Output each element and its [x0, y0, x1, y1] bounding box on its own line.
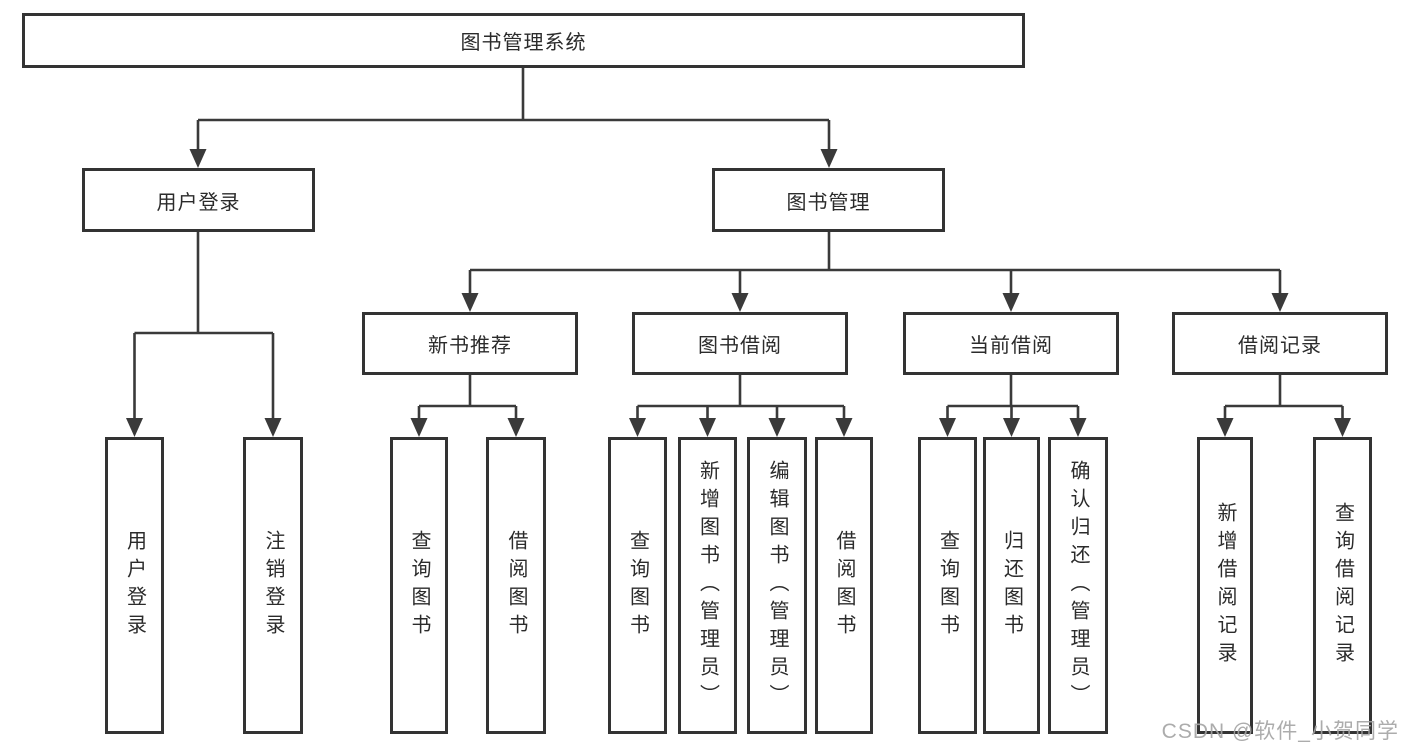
leaf-user-login: 用户登录 — [105, 437, 164, 734]
node-book-borrow: 图书借阅 — [632, 312, 848, 375]
leaf-borrow-books-label: 借阅图书 — [833, 529, 855, 642]
leaf-query-books-borrow: 查询图书 — [608, 437, 667, 734]
leaf-borrow-books: 借阅图书 — [815, 437, 873, 734]
leaf-return-books: 归还图书 — [983, 437, 1040, 734]
leaf-edit-books-admin-label: 编辑图书（管理员） — [766, 459, 788, 712]
leaf-return-books-label: 归还图书 — [1000, 529, 1023, 642]
node-borrow-records: 借阅记录 — [1172, 312, 1388, 375]
leaf-query-books-recommend-label: 查询图书 — [408, 529, 430, 642]
leaf-borrow-books-recommend-label: 借阅图书 — [505, 529, 527, 642]
leaf-add-borrow-record: 新增借阅记录 — [1197, 437, 1253, 734]
leaf-query-borrow-record-label: 查询借阅记录 — [1331, 501, 1354, 670]
leaf-query-borrow-record: 查询借阅记录 — [1313, 437, 1372, 734]
leaf-add-borrow-record-label: 新增借阅记录 — [1214, 501, 1236, 670]
node-current-borrow: 当前借阅 — [903, 312, 1119, 375]
leaf-confirm-return-admin: 确认归还（管理员） — [1048, 437, 1108, 734]
node-library-system: 图书管理系统 — [22, 13, 1025, 68]
leaf-query-books-current-label: 查询图书 — [936, 529, 959, 642]
leaf-confirm-return-admin-label: 确认归还（管理员） — [1067, 459, 1089, 712]
csdn-watermark: CSDN @软件_小贺同学 — [1161, 720, 1399, 743]
node-new-book-recommend: 新书推荐 — [362, 312, 578, 375]
leaf-add-books-admin-label: 新增图书（管理员） — [696, 459, 719, 712]
leaf-logout: 注销登录 — [243, 437, 303, 734]
leaf-query-books-current: 查询图书 — [918, 437, 977, 734]
leaf-user-login-label: 用户登录 — [123, 529, 146, 642]
leaf-logout-label: 注销登录 — [262, 529, 284, 642]
leaf-borrow-books-recommend: 借阅图书 — [486, 437, 546, 734]
leaf-add-books-admin: 新增图书（管理员） — [678, 437, 737, 734]
leaf-query-books-recommend: 查询图书 — [390, 437, 448, 734]
leaf-edit-books-admin: 编辑图书（管理员） — [747, 437, 807, 734]
leaf-query-books-borrow-label: 查询图书 — [626, 529, 649, 642]
node-user-login: 用户登录 — [82, 168, 315, 232]
node-book-management: 图书管理 — [712, 168, 945, 232]
